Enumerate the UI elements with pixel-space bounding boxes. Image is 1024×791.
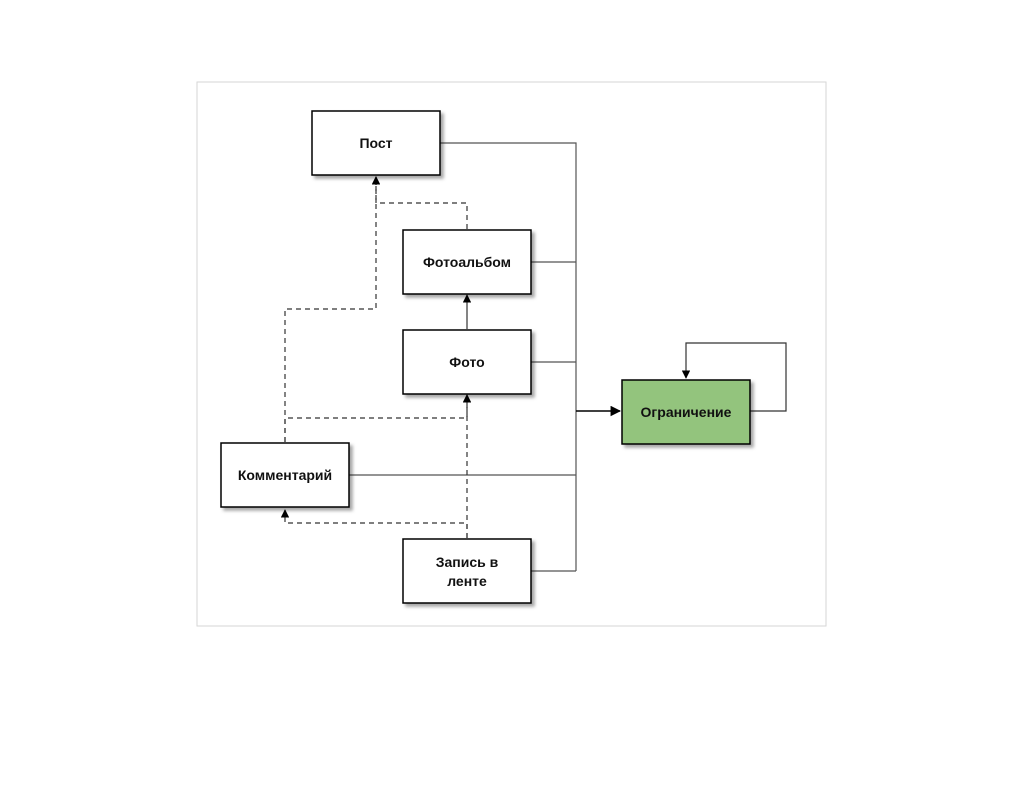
node-post: Пост	[311, 110, 441, 176]
dashed-comment-photo	[284, 394, 472, 442]
connector-restriction-self-loop	[681, 342, 787, 412]
node-post-label: Пост	[359, 135, 392, 151]
node-album-label: Фотоальбом	[423, 254, 511, 270]
node-comment: Комментарий	[220, 442, 350, 508]
node-feed-entry: Запись в ленте	[402, 538, 532, 604]
connector-post-bus	[440, 142, 577, 571]
dashed-connectors	[280, 176, 472, 538]
node-comment-label: Комментарий	[238, 467, 332, 483]
node-photo: Фото	[402, 329, 532, 395]
node-album: Фотоальбом	[402, 229, 532, 295]
node-restriction-label: Ограничение	[641, 404, 732, 420]
dashed-comment-post	[284, 176, 381, 442]
solid-connectors	[349, 142, 787, 572]
node-feed-entry-label-line2: ленте	[447, 573, 487, 589]
node-restriction: Ограничение	[621, 379, 751, 445]
node-feed-entry-label-line1: Запись в	[436, 554, 499, 570]
node-photo-label: Фото	[449, 354, 484, 370]
